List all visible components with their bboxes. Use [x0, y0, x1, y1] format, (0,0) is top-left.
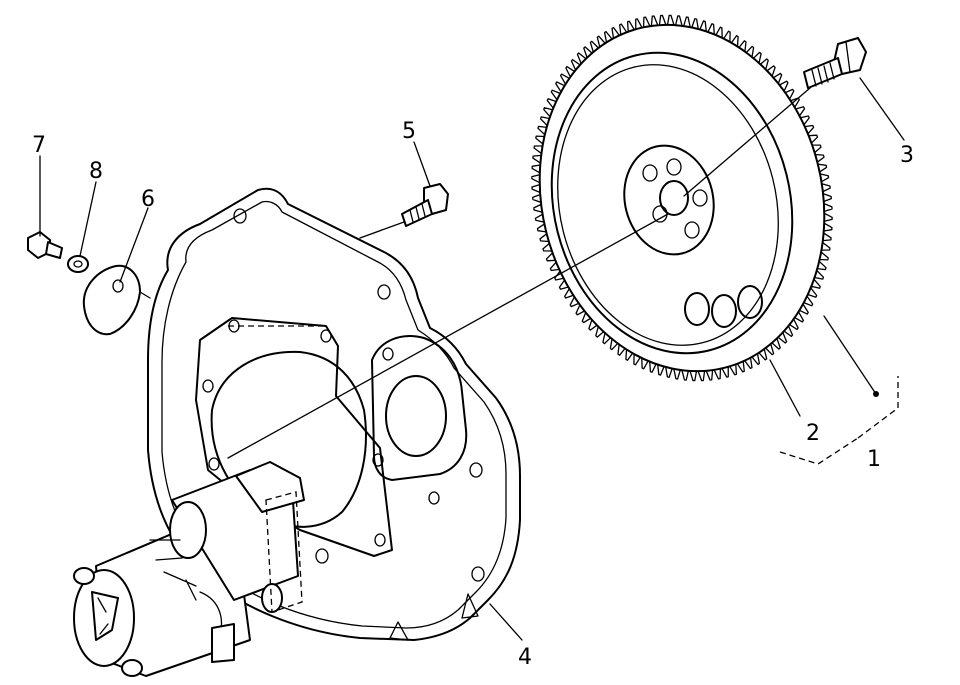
- callout-leaders: [39, 77, 905, 641]
- plate-bolt-hole: [202, 379, 214, 393]
- washer: [67, 255, 89, 273]
- starter-bolt: [73, 567, 95, 585]
- plate-bolt-hole: [374, 533, 386, 547]
- hub-bolt-hole: [692, 189, 708, 207]
- solenoid-top: [235, 461, 305, 513]
- hub-bolt-hole: [666, 158, 682, 176]
- ring-gear-teeth: [531, 14, 833, 382]
- bolt5-axis-line: [359, 221, 405, 239]
- flywheel-face-rim: [550, 51, 794, 355]
- starter-terminal: [211, 623, 235, 663]
- housing-bolt-hole: [471, 566, 485, 582]
- flywheel: [531, 14, 833, 382]
- hub-bolt-hole: [642, 164, 658, 182]
- ring-gear-tooth-profile: [531, 14, 833, 382]
- callout-2: 2: [806, 421, 820, 446]
- hub-bolt-hole: [684, 221, 700, 239]
- flywheel-center-bore: [659, 180, 689, 216]
- starter-mount-lug: [261, 583, 283, 613]
- housing-bolt-hole: [469, 462, 483, 478]
- center-axis-line: [227, 213, 669, 459]
- starter-bolt: [121, 659, 143, 677]
- end-cap-detail: [91, 591, 119, 641]
- balance-hole: [711, 294, 737, 328]
- housing-bolt-hole: [377, 284, 391, 300]
- housing-bolt-hole: [233, 208, 247, 224]
- callout-4: 4: [518, 645, 532, 670]
- flywheel-hub: [623, 144, 715, 256]
- balance-hole: [684, 292, 710, 326]
- callout-6: 6: [141, 187, 155, 212]
- bolt-axis-line: [683, 87, 811, 197]
- plate-bolt-hole: [208, 457, 220, 471]
- starter-mount-bore: [385, 375, 447, 457]
- starter-motor: [73, 461, 305, 677]
- flywheel-bolt: [803, 37, 867, 89]
- housing-lug: [389, 621, 409, 641]
- callout-dot: [873, 391, 879, 397]
- solenoid-cap: [169, 501, 207, 559]
- hidden-pinion-outline: [265, 491, 303, 613]
- callout-5: 5: [402, 119, 416, 144]
- housing-outline: [147, 187, 521, 641]
- flywheel-outer-rim: [538, 23, 826, 373]
- plate-bolt-hole: [382, 347, 394, 361]
- plate-bolt-hole: [428, 491, 440, 505]
- hex-bolt-small: [27, 231, 63, 259]
- plate-bolt-hole: [320, 329, 332, 343]
- callout-1: 1: [867, 447, 881, 472]
- starter-mount-boss: [371, 335, 468, 481]
- hub-bolt-hole: [652, 205, 668, 223]
- housing-lug: [461, 593, 479, 619]
- starter-end-cap: [73, 569, 135, 667]
- plate-bolt-hole: [372, 453, 384, 467]
- flywheel-inner-step: [557, 64, 779, 346]
- callout-7: 7: [32, 133, 46, 158]
- callout-8: 8: [89, 159, 103, 184]
- adapter-plate: [195, 317, 393, 557]
- callout-3: 3: [900, 143, 914, 168]
- balance-hole: [737, 285, 763, 319]
- cover-plate: [82, 264, 141, 336]
- housing-bolt-hole: [315, 548, 329, 564]
- housing-bolt: [401, 183, 449, 227]
